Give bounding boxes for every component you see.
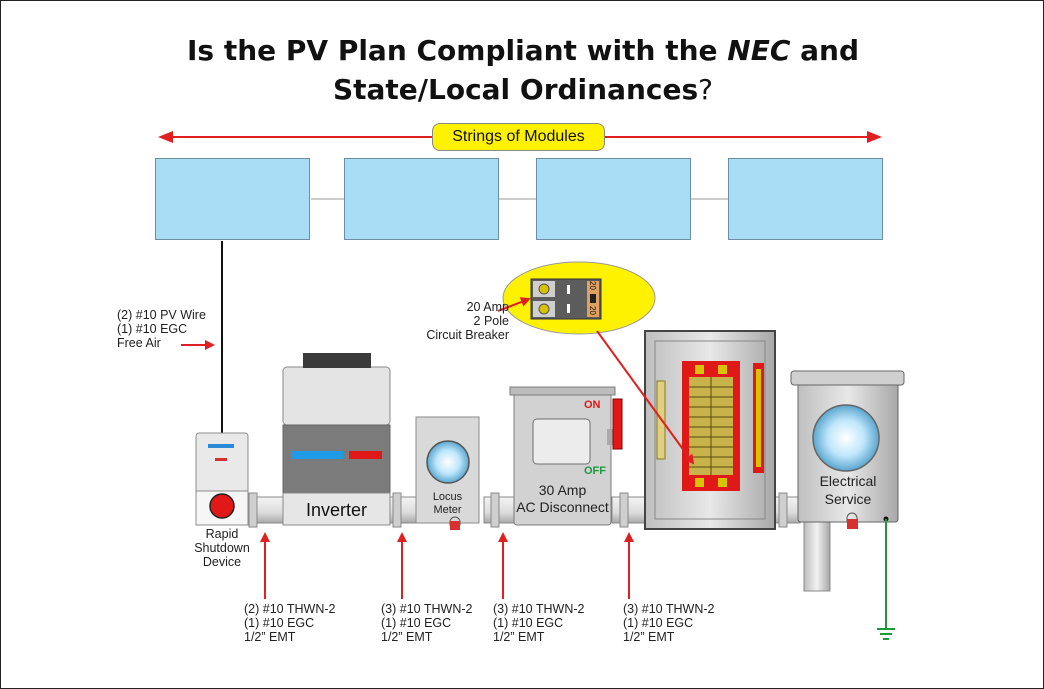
rapid-shutdown-device (195, 432, 249, 526)
conductor-label-1: (2) #10 THWN-2 (1) #10 EGC 1/2” EMT (244, 602, 335, 644)
page-title: Is the PV Plan Compliant with the NEC an… (1, 34, 1043, 67)
on-label: ON (584, 399, 601, 411)
title-question-mark: ? (698, 73, 714, 106)
pv-wire-line-1: (2) #10 PV Wire (117, 308, 206, 322)
inverter-label: Inverter (305, 500, 368, 520)
strings-label: Strings of Modules (432, 123, 605, 151)
breaker-label: 20 Amp 2 Pole Circuit Breaker (397, 300, 509, 342)
breaker-pointer (596, 330, 695, 465)
meter-lock-icon (450, 521, 460, 530)
conductor-4-line-1: (3) #10 THWN-2 (623, 602, 715, 616)
breaker-label-line-2: 2 Pole (473, 314, 509, 328)
conductor-1-line-1: (2) #10 THWN-2 (244, 602, 336, 616)
pv-wire-label: (2) #10 PV Wire (1) #10 EGC Free Air (117, 308, 206, 350)
conductor-label-2: (3) #10 THWN-2 (1) #10 EGC 1/2” EMT (381, 602, 472, 644)
conductor-arrows (260, 532, 634, 599)
title-nec: NEC (727, 34, 791, 67)
pv-module-1 (155, 158, 310, 240)
breaker-label-arrow (497, 297, 531, 312)
conductor-label-4: (3) #10 THWN-2 (1) #10 EGC 1/2” EMT (623, 602, 714, 644)
pv-wire-line-2: (1) #10 EGC (117, 322, 188, 336)
meter-label-line-2: Meter (433, 504, 462, 516)
disconnect-label-line-2: AC Disconnect (516, 499, 609, 515)
conductor-3-line-3: 1/2” EMT (493, 630, 545, 644)
breaker-label-line-1: 20 Amp (466, 300, 509, 314)
breaker-label-line-3: Circuit Breaker (426, 328, 509, 342)
conductor-4-line-3: 1/2” EMT (623, 630, 675, 644)
conductor-1-line-2: (1) #10 EGC (244, 616, 315, 630)
shutdown-button-icon (209, 493, 235, 519)
service-label-line-1: Electrical (819, 473, 877, 489)
disconnect-label: 30 Amp AC Disconnect (514, 482, 611, 516)
page-subtitle: State/Local Ordinances? (1, 73, 1043, 106)
ac-disconnect (509, 386, 623, 526)
conductor-2-line-3: 1/2” EMT (381, 630, 433, 644)
rapid-shutdown-line-3: Device (202, 555, 242, 569)
meter-label: Locus Meter (416, 491, 479, 517)
disconnect-label-line-1: 30 Amp (538, 482, 587, 498)
title-line1-post: and (790, 34, 859, 67)
conductor-4-line-2: (1) #10 EGC (623, 616, 694, 630)
rapid-shutdown-line-2: Shutdown (194, 541, 250, 555)
breaker-callout (502, 261, 656, 335)
conductor-3-line-2: (1) #10 EGC (493, 616, 564, 630)
pv-module-3 (536, 158, 691, 240)
locus-meter (415, 416, 480, 530)
rapid-shutdown-label: Rapid Shutdown Device (184, 527, 260, 569)
service-label: Electrical Service (798, 472, 898, 508)
meter-label-line-1: Locus (432, 491, 463, 503)
inverter (282, 353, 391, 526)
pv-wire-line-3: Free Air (117, 336, 161, 350)
ground-icon (877, 519, 895, 640)
service-label-line-2: Service (824, 491, 872, 507)
rapid-shutdown-line-1: Rapid (205, 527, 239, 541)
breaker-rating-bottom: 20 (587, 306, 597, 315)
pv-module-4 (728, 158, 883, 240)
title-line1-pre: Is the PV Plan Compliant with the (186, 34, 728, 67)
conductor-2-line-1: (3) #10 THWN-2 (381, 602, 473, 616)
electrical-service (790, 370, 905, 592)
breaker-rating-top: 20 (587, 281, 597, 290)
conductor-2-line-2: (1) #10 EGC (381, 616, 452, 630)
conductor-3-line-1: (3) #10 THWN-2 (493, 602, 585, 616)
main-service-panel (644, 330, 776, 530)
disconnect-handle (612, 398, 623, 450)
conductor-1-line-3: 1/2” EMT (244, 630, 296, 644)
pv-module-2 (344, 158, 499, 240)
conductor-label-3: (3) #10 THWN-2 (1) #10 EGC 1/2” EMT (493, 602, 584, 644)
strings-arrow (158, 131, 882, 143)
off-label: OFF (584, 465, 606, 477)
title-line2: State/Local Ordinances (332, 73, 699, 106)
service-lock-icon (847, 519, 858, 529)
